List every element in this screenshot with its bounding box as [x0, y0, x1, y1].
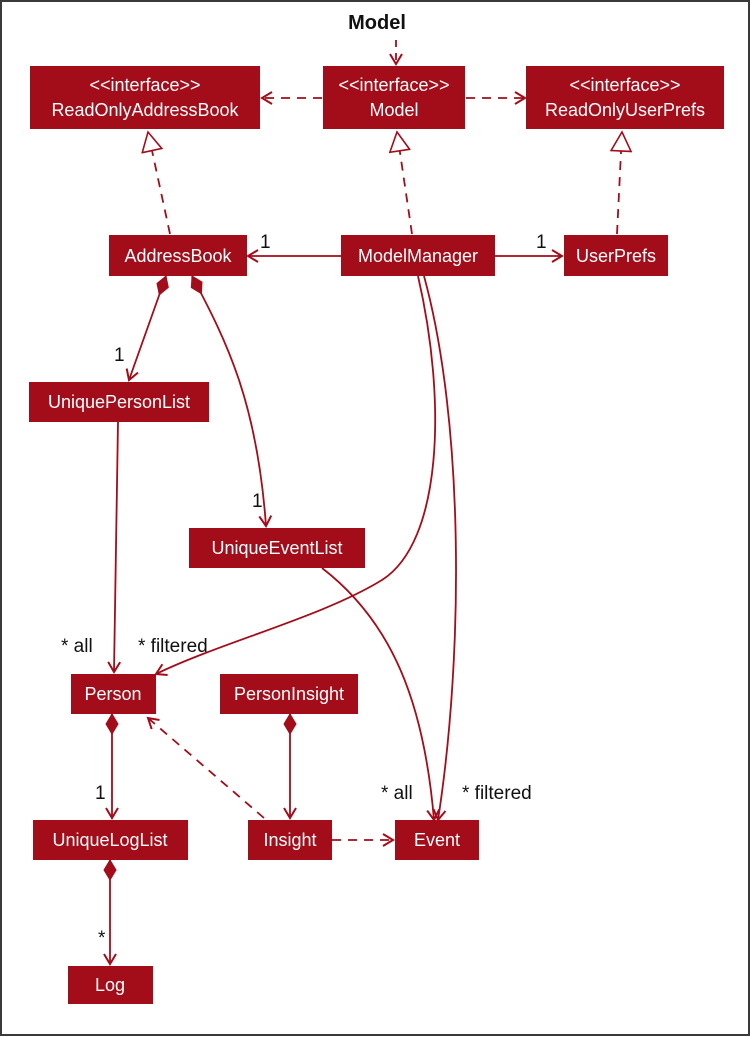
class-address-book[interactable]: AddressBook — [109, 235, 247, 276]
class-name-label: UniquePersonList — [48, 392, 190, 412]
class-name-label: UniqueLogList — [52, 830, 167, 850]
edge-modelmanager-person — [154, 275, 437, 677]
edge-modelmanager-event — [423, 275, 457, 822]
mult-uniqueloglist-log: * — [98, 928, 106, 949]
class-insight[interactable]: Insight — [248, 820, 332, 860]
class-box-bg — [341, 235, 495, 276]
stereotype-label: <<interface>> — [338, 75, 449, 95]
edge-addressbook-uniquepersonlist — [125, 275, 169, 382]
class-name-label: ReadOnlyUserPrefs — [545, 100, 705, 120]
multiplicity-labels: 1 1 1 1 * all * filtered * all * filtere… — [61, 232, 547, 949]
mult-modelmanager-addressbook: 1 — [260, 232, 271, 253]
mult-addressbook-uniquepersonlist: 1 — [114, 345, 125, 366]
class-name-label: Event — [414, 830, 460, 850]
class-box-bg — [248, 820, 332, 860]
mult-addressbook-uniqueeventlist: 1 — [252, 491, 263, 512]
edges — [103, 40, 622, 966]
class-person[interactable]: Person — [71, 674, 156, 714]
class-unique-event-list[interactable]: UniqueEventList — [189, 528, 365, 568]
class-box-bg — [323, 66, 465, 129]
class-box-bg — [29, 382, 209, 422]
class-model-manager[interactable]: ModelManager — [341, 235, 495, 276]
edge-addressbook-realizes — [148, 132, 171, 235]
class-name-label: AddressBook — [124, 246, 232, 266]
class-user-prefs[interactable]: UserPrefs — [564, 235, 668, 276]
edge-modelmanager-realizes — [397, 132, 413, 235]
class-unique-log-list[interactable]: UniqueLogList — [33, 820, 188, 860]
interface-read-only-user-prefs[interactable]: <<interface>> ReadOnlyUserPrefs — [526, 66, 724, 129]
stereotype-label: <<interface>> — [569, 75, 680, 95]
class-box-bg — [30, 66, 260, 129]
mult-person-uniqueloglist: 1 — [95, 783, 106, 804]
class-box-bg — [71, 674, 156, 714]
interface-read-only-address-book[interactable]: <<interface>> ReadOnlyAddressBook — [30, 66, 260, 129]
class-box-bg — [526, 66, 724, 129]
stereotype-label: <<interface>> — [89, 75, 200, 95]
mult-uniqueeventlist-event: * all — [381, 783, 413, 804]
class-name-label: PersonInsight — [234, 684, 344, 704]
mult-modelmanager-event: * filtered — [462, 783, 532, 804]
mult-modelmanager-person: * filtered — [138, 636, 208, 657]
class-name-label: Person — [84, 684, 141, 704]
class-name-label: UserPrefs — [576, 246, 656, 266]
class-box-bg — [395, 820, 479, 860]
diagram-title: Model — [348, 12, 406, 34]
class-box-bg — [33, 820, 188, 860]
class-name-label: UniqueEventList — [211, 538, 342, 558]
class-log[interactable]: Log — [68, 966, 153, 1004]
class-name-label: Log — [95, 975, 125, 995]
edge-userprefs-realizes — [617, 132, 622, 235]
edge-uniqueeventlist-event — [321, 567, 441, 822]
class-boxes: <<interface>> ReadOnlyAddressBook <<inte… — [29, 66, 724, 1004]
class-box-bg — [220, 674, 358, 714]
class-unique-person-list[interactable]: UniquePersonList — [29, 382, 209, 422]
interface-model[interactable]: <<interface>> Model — [323, 66, 465, 129]
class-box-bg — [189, 528, 365, 568]
class-name-label: Model — [369, 100, 418, 120]
class-box-bg — [564, 235, 668, 276]
class-name-label: Insight — [263, 830, 316, 850]
class-box-bg — [68, 966, 153, 1004]
edge-insight-person — [146, 716, 265, 819]
class-event[interactable]: Event — [395, 820, 479, 860]
class-name-label: ReadOnlyAddressBook — [51, 100, 239, 120]
class-box-bg — [109, 235, 247, 276]
mult-modelmanager-userprefs: 1 — [536, 232, 547, 253]
class-name-label: ModelManager — [358, 246, 478, 266]
edge-uniquepersonlist-person — [107, 421, 122, 674]
mult-uniquepersonlist-person: * all — [61, 636, 93, 657]
class-person-insight[interactable]: PersonInsight — [220, 674, 358, 714]
edge-addressbook-uniqueeventlist — [190, 275, 273, 528]
